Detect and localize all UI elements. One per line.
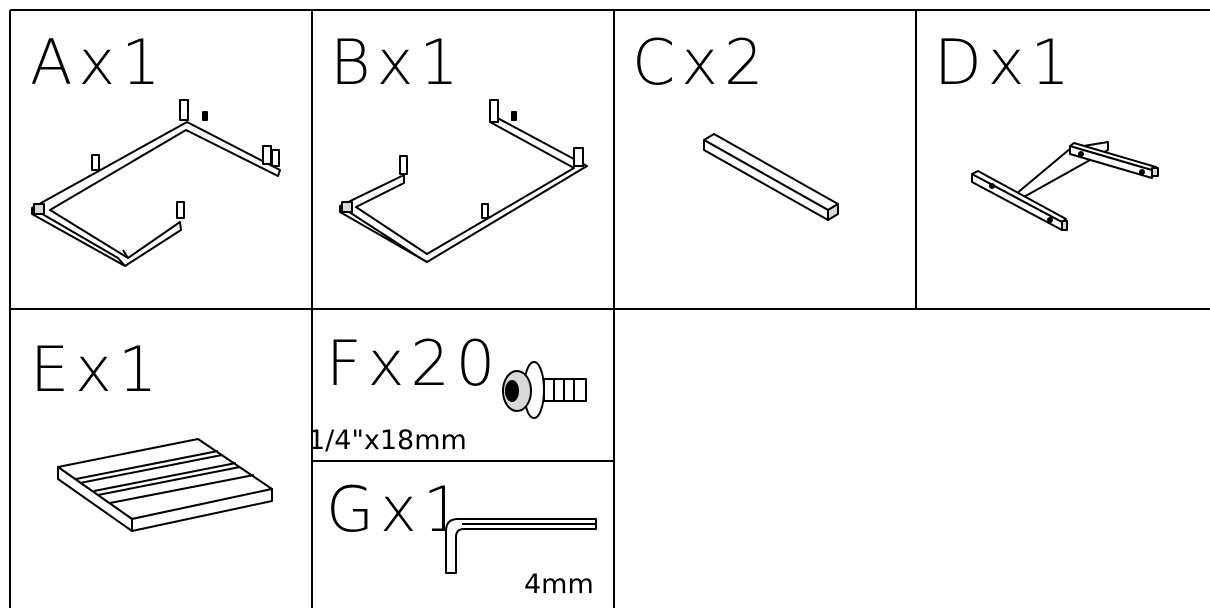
part-cell-c: Cx2: [614, 10, 916, 309]
part-label-a: Ax1: [30, 26, 167, 99]
part-cell-g: Gx1 4mm: [312, 461, 614, 608]
hex-key-g-drawing: [445, 518, 597, 574]
bolt-spec-f: 1/4"x18mm: [308, 425, 467, 456]
panel-e-drawing: [57, 438, 273, 532]
part-cell-b: Bx1: [312, 10, 614, 309]
bar-c-drawing: [703, 133, 839, 221]
frame-b-drawing: [339, 99, 588, 263]
part-label-f: Fx20: [326, 327, 502, 400]
part-cell-f: Fx20 1/4"x18mm: [308, 309, 614, 461]
part-label-b: Bx1: [330, 26, 465, 99]
part-label-c: Cx2: [632, 26, 770, 99]
frame-a-drawing: [31, 99, 281, 267]
key-size-g: 4mm: [524, 569, 594, 600]
part-label-e: Ex1: [30, 333, 164, 406]
part-cell-a: Ax1: [10, 10, 312, 309]
part-cell-e: Ex1: [10, 309, 312, 608]
part-cell-d: Dx1: [916, 10, 1210, 309]
bolt-f-drawing: [502, 361, 587, 419]
h-frame-d-drawing: [971, 141, 1159, 231]
part-label-d: Dx1: [934, 26, 1076, 99]
part-label-g: Gx1: [326, 473, 469, 546]
